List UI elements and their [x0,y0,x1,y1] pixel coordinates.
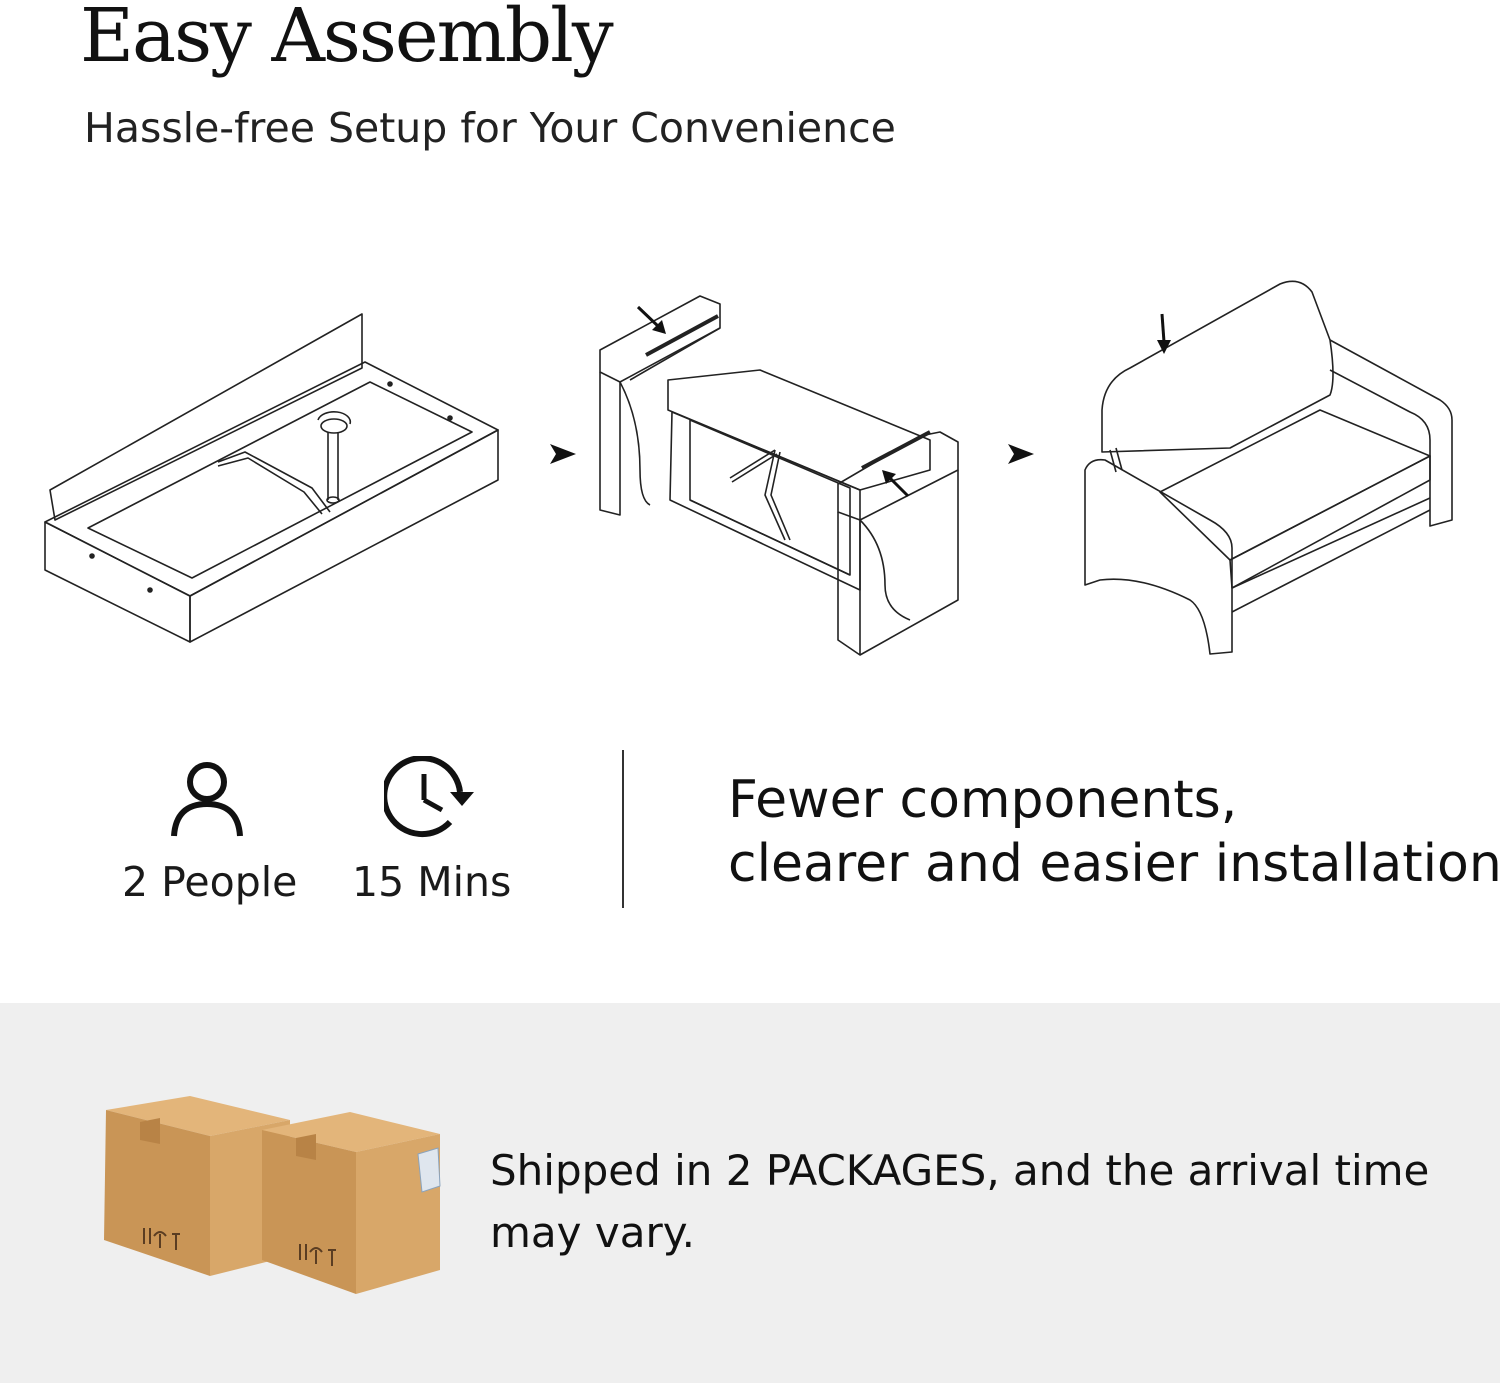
sofa-base-leg-install-illustration [44,313,499,643]
clock-icon [384,756,474,838]
next-step-arrow-icon [1008,444,1034,464]
cardboard-boxes-icon [104,1096,441,1294]
feature-description: Fewer components, clearer and easier ins… [728,768,1500,896]
shipping-notice: Shipped in 2 PACKAGES, and the arrival t… [490,1146,1430,1257]
backrest-attach-illustration [1084,280,1453,655]
page-title: Easy Assembly [80,0,614,79]
next-step-arrow-icon [550,444,576,464]
assembly-steps-illustration [44,280,1453,656]
people-count-label: 2 People [122,858,298,906]
person-icon [171,762,243,837]
armrest-attach-illustration [599,295,959,656]
feature-line-1: Fewer components, [728,770,1238,830]
page-subtitle: Hassle-free Setup for Your Convenience [84,104,896,152]
divider [622,750,624,908]
time-duration-label: 15 Mins [352,858,512,906]
feature-line-2: clearer and easier installation. [728,834,1500,894]
